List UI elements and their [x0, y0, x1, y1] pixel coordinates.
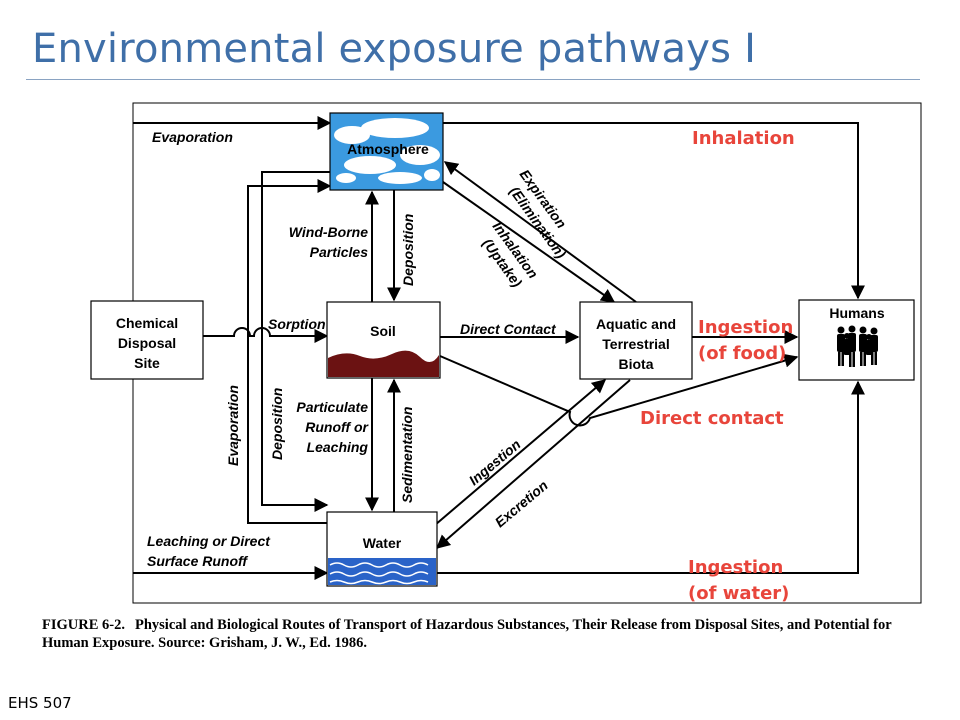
deposition-left-arrow: [261, 171, 330, 512]
food-exposure-label-1: Ingestion: [698, 317, 793, 338]
water-box: Water: [326, 511, 438, 587]
chemical-site-line-3: Site: [134, 355, 160, 371]
chemical-site-line-2: Disposal: [118, 335, 176, 351]
people-icon: [837, 325, 878, 367]
soil-box: Soil: [326, 301, 441, 379]
particulate-label-1: Particulate: [296, 399, 368, 415]
biota-box: Aquatic and Terrestrial Biota: [579, 301, 693, 380]
wind-borne-label-2: Particles: [310, 244, 369, 260]
sorption-label: Sorption: [268, 316, 326, 332]
inhalation-exposure-label: Inhalation: [692, 128, 795, 149]
evaporation-left-arrow: [247, 179, 332, 524]
figure-caption-text: Physical and Biological Routes of Transp…: [42, 617, 892, 651]
soil-label: Soil: [370, 323, 396, 339]
leaching-label-1: Leaching or Direct: [147, 533, 271, 549]
food-exposure-label-2: (of food): [698, 343, 786, 364]
biota-line-2: Terrestrial: [602, 336, 669, 352]
water-label: Water: [363, 535, 402, 551]
slide-footer: EHS 507: [8, 694, 72, 712]
expiration-arrow: [443, 161, 637, 303]
particulate-label-3: Leaching: [307, 439, 369, 455]
atmosphere-label: Atmosphere: [347, 141, 429, 157]
direct-contact-exposure-label: Direct contact: [640, 408, 784, 429]
wave-lines: [329, 562, 429, 585]
inhalation-uptake-arrow: [442, 181, 616, 303]
water-exposure-label-2: (of water): [688, 583, 789, 604]
water-exposure-label-1: Ingestion: [688, 557, 783, 578]
evaporation-top-label: Evaporation: [152, 129, 233, 145]
biota-line-1: Aquatic and: [596, 316, 676, 332]
direct-contact-label: Direct Contact: [460, 321, 557, 337]
sedimentation-label: Sedimentation: [399, 407, 415, 503]
deposition-left-label: Deposition: [269, 388, 285, 460]
chemical-site-box: Chemical Disposal Site: [90, 300, 204, 380]
chemical-site-line-1: Chemical: [116, 315, 178, 331]
excretion-arrow: [435, 379, 631, 549]
humans-box: Humans: [798, 299, 915, 381]
leaching-label-2: Surface Runoff: [147, 553, 248, 569]
wind-borne-label-1: Wind-Borne: [289, 224, 368, 240]
atmosphere-box: Atmosphere: [329, 112, 444, 191]
ingestion-arrow: [434, 379, 607, 526]
cloud-shapes: [334, 118, 440, 184]
connector-lines: [133, 116, 865, 580]
sorption-arrow: [203, 327, 329, 343]
deposition-vertical-label: Deposition: [400, 214, 416, 286]
water-ingestion-arrow: [437, 380, 865, 574]
inhalation-arrow: [443, 122, 865, 300]
humans-label: Humans: [829, 305, 884, 321]
figure-caption: FIGURE 6-2.Physical and Biological Route…: [42, 616, 922, 652]
slide-title: Environmental exposure pathways I: [32, 26, 757, 72]
biota-line-3: Biota: [619, 356, 654, 372]
soil-layer: [328, 350, 439, 377]
title-divider: [26, 79, 920, 80]
figure-caption-label: FIGURE 6-2.: [42, 617, 125, 633]
particulate-label-2: Runoff or: [305, 419, 369, 435]
evaporation-left-label: Evaporation: [225, 385, 241, 466]
excretion-label: Excretion: [492, 477, 551, 530]
